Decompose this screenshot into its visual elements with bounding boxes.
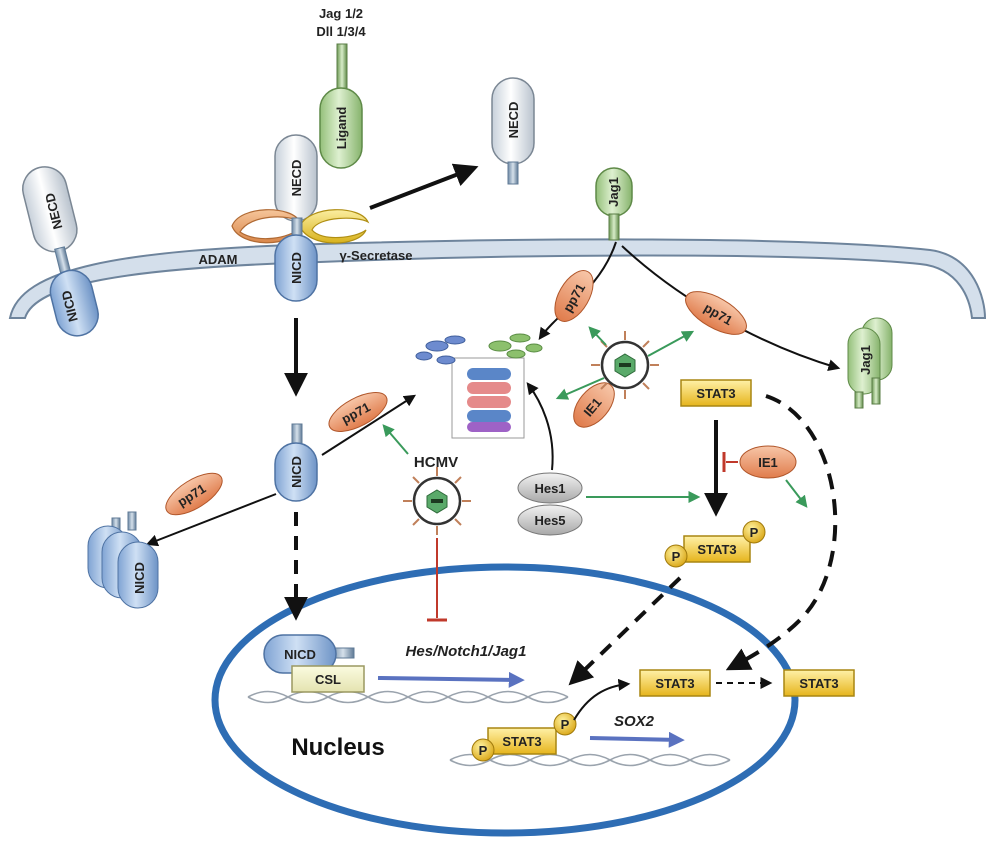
stat3-nuclear: STAT3	[639, 669, 711, 697]
jag1-cluster	[847, 317, 893, 409]
nicd-free	[274, 442, 318, 502]
svg-text:STAT3: STAT3	[655, 676, 694, 691]
necd-released-stem	[507, 161, 519, 185]
pp71-right: pp71	[685, 291, 747, 335]
pp71-top: pp71	[554, 270, 594, 322]
svg-text:STAT3: STAT3	[502, 734, 541, 749]
svg-text:P: P	[672, 549, 681, 564]
ligand-name-1: Jag 1/2	[319, 6, 363, 21]
ligand-name-2: Dll 1/3/4	[316, 24, 366, 39]
svg-text:P: P	[561, 717, 570, 732]
svg-text:P: P	[479, 743, 488, 758]
hcmv-label: HCMV	[414, 454, 458, 471]
arrow-necd-release	[369, 163, 479, 210]
pp71-nicd: pp71	[328, 392, 388, 432]
dna-strand-right	[449, 753, 731, 767]
stat3-phospho-cytoplasm: STAT3 P P	[664, 520, 766, 568]
arrow-virion-to-pp71-right	[647, 330, 695, 357]
ligand-stem	[336, 43, 348, 93]
svg-text:CSL: CSL	[315, 672, 341, 687]
ligand-label: Ligand	[334, 107, 349, 150]
ligand-protein	[319, 87, 363, 169]
jag1-membrane-stem	[608, 213, 620, 241]
nicd-membrane	[274, 234, 318, 302]
nucleus-label: Nucleus	[291, 734, 384, 761]
arrow-nicd-to-proteasome	[321, 394, 417, 456]
ie1-upper: IE1	[573, 382, 615, 428]
jag1-membrane-label: Jag1	[606, 177, 621, 207]
csl-factor: CSL	[291, 665, 365, 693]
nicd-free-label: NICD	[289, 456, 304, 488]
svg-text:Hes1: Hes1	[534, 481, 565, 496]
arrow-virion-to-ie1	[555, 377, 605, 400]
svg-text:STAT3: STAT3	[799, 676, 838, 691]
arrow-nicd-to-aggregate	[145, 493, 277, 547]
dna-strand-right-b	[449, 753, 731, 767]
adam-label: ADAM	[199, 252, 238, 267]
svg-text:IE1: IE1	[758, 455, 778, 470]
stat3-cytoplasm: STAT3	[680, 379, 752, 407]
notch-receptor-resting	[22, 166, 99, 337]
nicd-resting-label: NICD	[59, 289, 81, 323]
virion-hcmv-icon	[403, 467, 471, 535]
hes1-protein: Hes1	[517, 472, 583, 504]
arrow-transcription-hes	[377, 671, 525, 688]
arrow-stat3-nuclear-dashed	[725, 394, 838, 671]
svg-text:STAT3: STAT3	[696, 386, 735, 401]
svg-text:P: P	[750, 525, 759, 540]
target-genes-label: Hes/Notch1/Jag1	[406, 643, 527, 660]
svg-text:STAT3: STAT3	[697, 542, 736, 557]
gamma-secretase-label: γ-Secretase	[340, 248, 413, 263]
ie1-stat3: IE1	[739, 445, 797, 479]
pp71-aggregate: pp71	[165, 472, 223, 516]
cell-membrane	[8, 238, 987, 319]
svg-text:Hes5: Hes5	[534, 513, 565, 528]
arrow-ie1-downstream	[785, 479, 808, 508]
arrow-pstat3-to-stat3	[573, 678, 631, 721]
svg-text:NICD: NICD	[284, 647, 316, 662]
proteasome-icon	[415, 333, 543, 439]
stat3-exported: STAT3	[783, 669, 855, 697]
arrow-virion-to-pp71-top	[588, 326, 607, 346]
sox2-label: SOX2	[614, 713, 655, 730]
gamma-secretase-enzyme	[299, 209, 370, 244]
jag1-cluster-label: Jag1	[858, 345, 873, 375]
arrow-transcription-sox2	[589, 731, 685, 748]
stat3-phospho-nuclear: STAT3 P P	[471, 712, 577, 762]
hes5-protein: Hes5	[517, 504, 583, 536]
necd-receptor-bound-label: NECD	[289, 160, 304, 197]
arrow-hcmv-to-pp71	[382, 424, 409, 455]
nicd-aggregate	[87, 511, 159, 609]
arrow-hes-to-proteasome	[526, 382, 554, 471]
nicd-aggregate-label: NICD	[132, 562, 147, 594]
virion-upper-icon	[591, 331, 659, 399]
nicd-membrane-label: NICD	[289, 252, 304, 284]
necd-released-label: NECD	[506, 102, 521, 139]
arrow-pstat3-to-nucleus	[568, 576, 682, 686]
nucleus	[211, 563, 799, 837]
